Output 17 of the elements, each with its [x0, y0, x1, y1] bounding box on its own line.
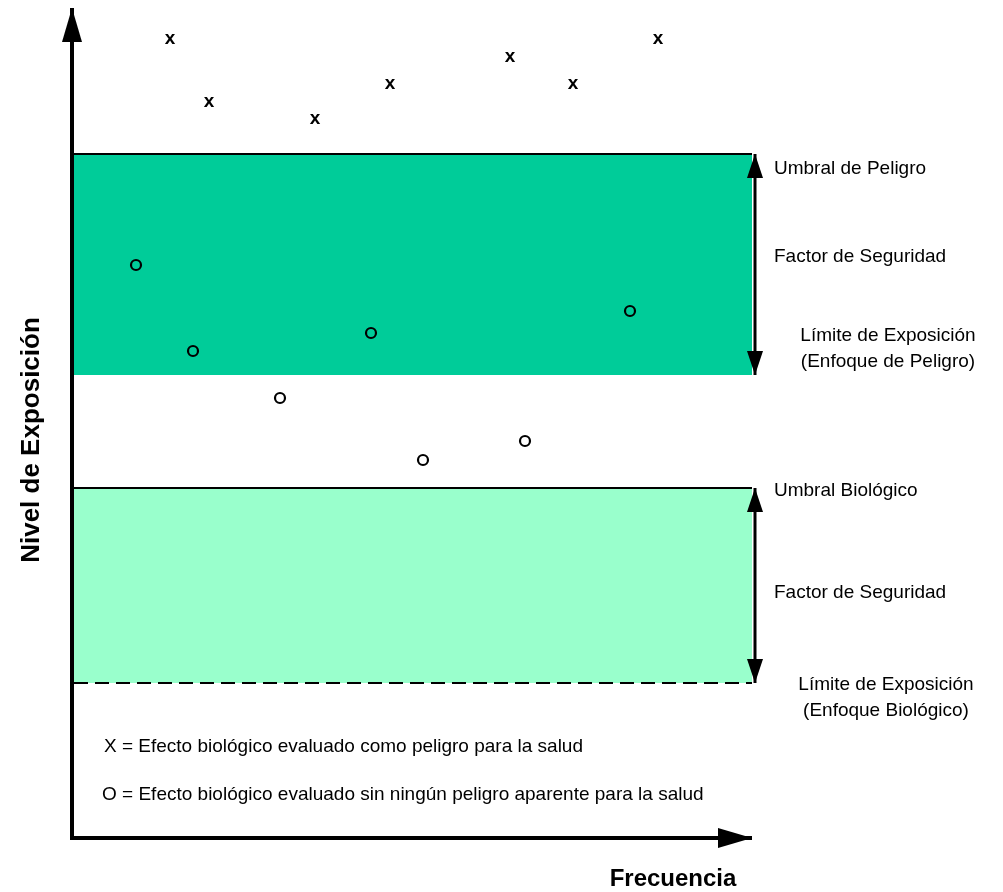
legend-text: O = Efecto biológico evaluado sin ningún peligro aparente para la salud — [102, 782, 704, 806]
x-marker: x — [384, 71, 396, 95]
limit-label: Límite de Exposición (Enfoque de Peligro) — [799, 323, 977, 373]
factor-label: Factor de Seguridad — [774, 580, 947, 604]
x-marker: x — [652, 26, 664, 50]
limit-label: Límite de Exposición (Enfoque Biológico) — [797, 672, 975, 722]
threshold-label: Umbral de Peligro — [774, 156, 927, 180]
x-marker: x — [164, 26, 176, 50]
factor-label: Factor de Seguridad — [774, 244, 947, 268]
legend-text: X = Efecto biológico evaluado como peligro para la salud — [104, 734, 583, 758]
threshold-label: Umbral Biológico — [774, 478, 918, 502]
x-marker: x — [309, 106, 321, 130]
axis-title: Nivel de Exposición — [17, 317, 43, 563]
axis-title: Frecuencia — [609, 865, 737, 891]
x-marker: x — [203, 89, 215, 113]
x-marker: x — [504, 44, 516, 68]
x-marker: x — [567, 71, 579, 95]
